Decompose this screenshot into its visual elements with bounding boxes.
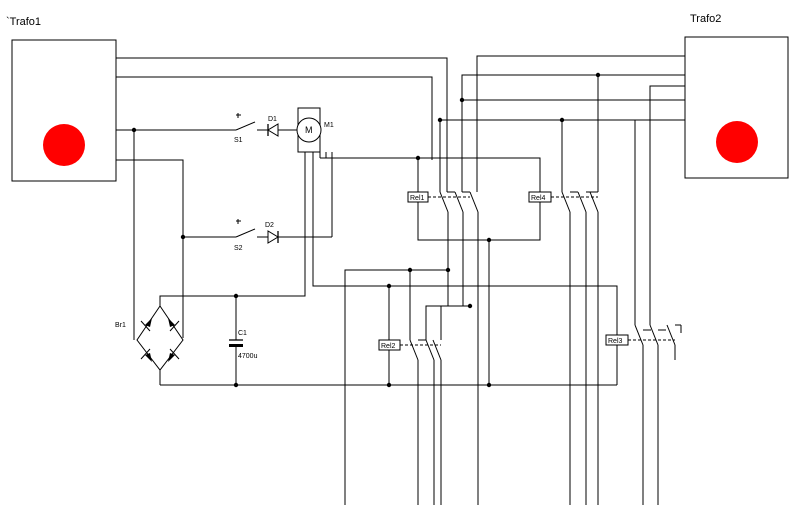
rel2-label: Rel2 [381,343,396,350]
c1-value: 4700u [238,353,258,360]
trafo2: Trafo2 [684,13,789,179]
trafo2-wiring [439,55,685,325]
s1-label: S1 [234,137,243,144]
m1-label: M1 [324,122,334,129]
trafo2-label: Trafo2 [690,13,721,25]
trafo1-indicator-lamp [43,124,85,166]
motor-symbol: M [305,125,313,135]
switch-s1: S1 [234,113,265,144]
trafo1-wiring [116,57,448,340]
relay-rel3: Rel3 [605,324,682,505]
relay-rel4: Rel4 [488,191,599,505]
rel1-label: Rel1 [410,195,425,202]
d1-label: D1 [268,116,277,123]
trafo1-label: `Trafo1 [6,16,41,28]
diode-d1: D1 [265,116,297,137]
diode-d2: D2 [265,222,332,244]
bridge-rectifier-br1: Br1 [115,305,184,385]
trafo2-indicator-lamp [716,121,758,163]
br1-label: Br1 [115,322,126,329]
d2-label: D2 [265,222,274,229]
relay-rel2: Rel2 [344,269,470,505]
rel3-label: Rel3 [608,338,623,345]
s2-label: S2 [234,245,243,252]
trafo1: `Trafo1 [6,16,117,182]
switch-s2: S2 [183,219,265,252]
c1-label: C1 [238,330,247,337]
rel4-label: Rel4 [531,195,546,202]
motor-m1: M M1 [296,107,334,153]
capacitor-c1: C1 4700u [229,296,258,385]
relay-rel1: Rel1 [407,158,541,505]
junctions [131,72,601,388]
